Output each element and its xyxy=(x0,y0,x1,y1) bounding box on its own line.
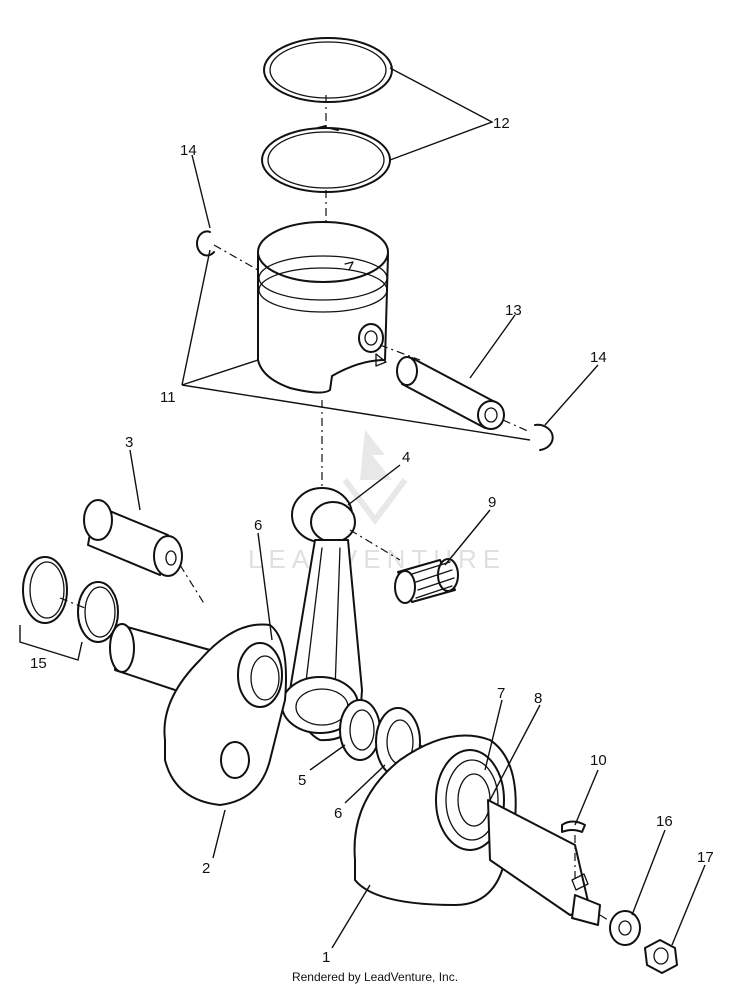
callout-16: 16 xyxy=(656,813,673,830)
callout-14-top: 14 xyxy=(180,142,197,159)
piston xyxy=(257,221,389,394)
callout-1: 1 xyxy=(322,949,330,966)
watermark-text: LEADVENTURE xyxy=(248,544,506,574)
callout-5: 5 xyxy=(298,772,306,789)
callout-15: 15 xyxy=(30,655,47,672)
crankshaft-right xyxy=(353,734,601,926)
callout-13: 13 xyxy=(505,302,522,319)
callout-2: 2 xyxy=(202,860,210,877)
callout-labels: 12 14 13 14 11 3 4 9 6 15 7 8 10 5 6 16 … xyxy=(30,115,714,966)
callout-10: 10 xyxy=(590,752,607,769)
callout-7: 7 xyxy=(497,685,505,702)
wrist-pin xyxy=(379,344,531,433)
crankshaft-left xyxy=(109,623,287,806)
seals xyxy=(22,556,119,643)
callout-3: 3 xyxy=(125,434,133,451)
rendered-by-footer: Rendered by LeadVenture, Inc. xyxy=(291,970,459,984)
crank-pin xyxy=(83,499,206,606)
needle-bearing xyxy=(394,558,459,604)
callout-4: 4 xyxy=(402,449,410,466)
washer-and-nut xyxy=(599,910,678,974)
callout-14-right: 14 xyxy=(590,349,607,366)
callout-12: 12 xyxy=(493,115,510,132)
woodruff-key xyxy=(561,820,586,833)
callout-9: 9 xyxy=(488,494,496,511)
piston-rings xyxy=(261,37,393,240)
callout-11: 11 xyxy=(160,389,176,406)
callout-6-top: 6 xyxy=(254,517,262,534)
callout-6-bottom: 6 xyxy=(334,805,342,822)
watermark: LEADVENTURE xyxy=(248,430,506,574)
callout-17: 17 xyxy=(697,849,714,866)
leader-lines xyxy=(19,67,706,949)
callout-8: 8 xyxy=(534,690,542,707)
